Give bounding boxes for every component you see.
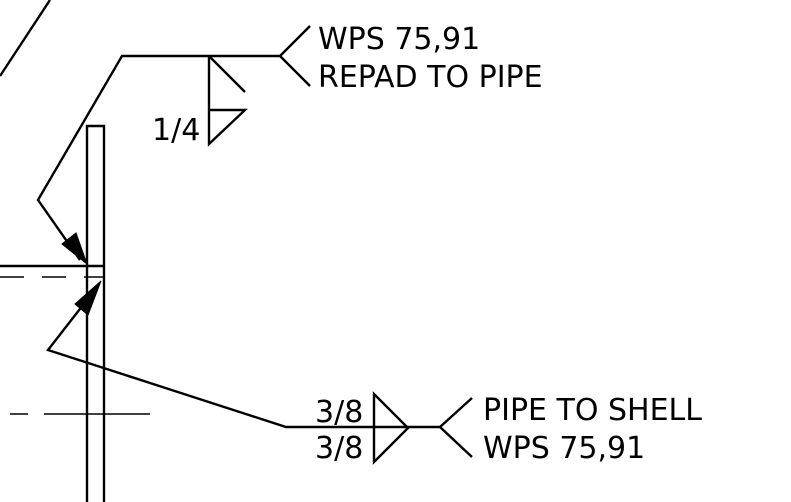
- pipe-wall: [85, 124, 106, 502]
- diagonal-background-line: [0, 0, 52, 77]
- bottom-weld-size-lower: 3/8: [315, 431, 363, 466]
- top-tail: [278, 25, 311, 87]
- bottom-callout-line1: PIPE TO SHELL: [483, 393, 702, 428]
- top-leader-line: [36, 54, 280, 261]
- top-fillet-weld-other-side: [208, 55, 246, 93]
- top-fillet-weld-arrow-side: [207, 56, 249, 147]
- top-weld-size: 1/4: [152, 113, 200, 148]
- bottom-leader-line: [46, 295, 440, 429]
- bottom-double-fillet-weld: [372, 391, 410, 465]
- top-callout-line2: REPAD TO PIPE: [318, 60, 543, 95]
- top-leader-arrowhead: [61, 232, 89, 266]
- bottom-weld-size-upper: 3/8: [315, 395, 363, 430]
- bottom-callout-line2: WPS 75,91: [483, 431, 645, 466]
- top-callout-line1: WPS 75,91: [318, 22, 480, 57]
- bottom-leader-arrowhead: [74, 280, 102, 316]
- bottom-tail: [438, 397, 473, 458]
